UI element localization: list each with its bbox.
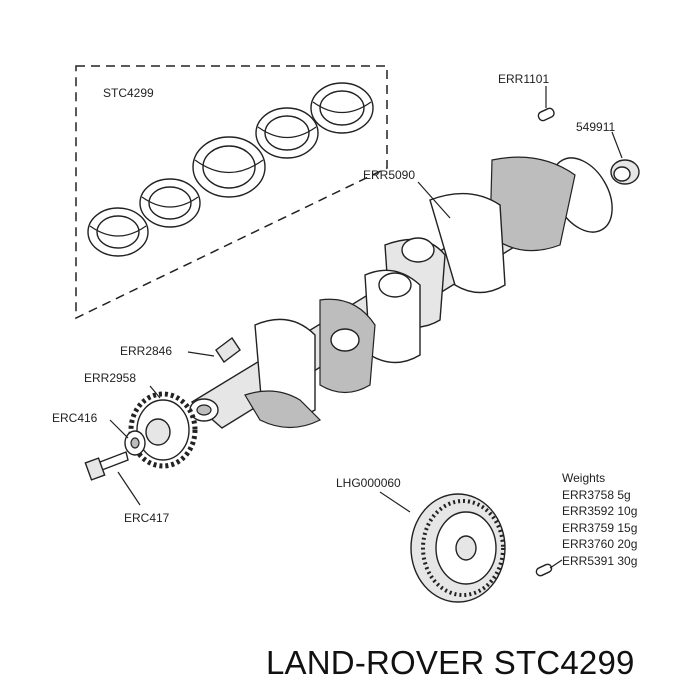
weights-list: Weights ERR3758 5g ERR3592 10g ERR3759 1… bbox=[562, 470, 637, 569]
label-bearing-set: STC4299 bbox=[103, 86, 154, 100]
key bbox=[215, 336, 241, 364]
washer bbox=[124, 430, 146, 456]
bearing-set-box bbox=[75, 65, 388, 320]
weight-item: ERR3760 20g bbox=[562, 537, 638, 551]
label-dowel: ERR1101 bbox=[498, 72, 550, 86]
weights-title: Weights bbox=[562, 471, 606, 485]
weight-item: ERR3759 15g bbox=[562, 520, 638, 535]
label-bolt: ERC417 bbox=[124, 511, 170, 525]
weight-item: ERR5391 30g bbox=[562, 553, 638, 568]
label-crankshaft: ERR5090 bbox=[363, 168, 416, 182]
bearing-shell-3 bbox=[192, 136, 266, 198]
label-bush: 549911 bbox=[576, 120, 616, 134]
bearing-shell-2 bbox=[139, 178, 201, 228]
weight-pin bbox=[535, 563, 553, 577]
footer-title: LAND-ROVER STC4299 bbox=[266, 644, 635, 681]
label-pulley: LHG000060 bbox=[336, 476, 401, 490]
bolt bbox=[84, 451, 129, 481]
bearing-shell-5 bbox=[310, 82, 374, 134]
pulley bbox=[410, 493, 506, 603]
weight-item: ERR3592 10g bbox=[562, 504, 638, 518]
weight-item: ERR3758 5g bbox=[562, 487, 631, 502]
dowel bbox=[537, 107, 555, 122]
bearing-shell-1 bbox=[87, 207, 149, 257]
label-washer: ERC416 bbox=[52, 411, 98, 425]
timing-gear bbox=[128, 391, 198, 469]
label-gear: ERR2958 bbox=[84, 371, 137, 385]
crankshaft bbox=[189, 156, 613, 429]
bush bbox=[610, 159, 640, 185]
label-key: ERR2846 bbox=[120, 344, 173, 358]
bearing-shell-4 bbox=[255, 107, 319, 159]
